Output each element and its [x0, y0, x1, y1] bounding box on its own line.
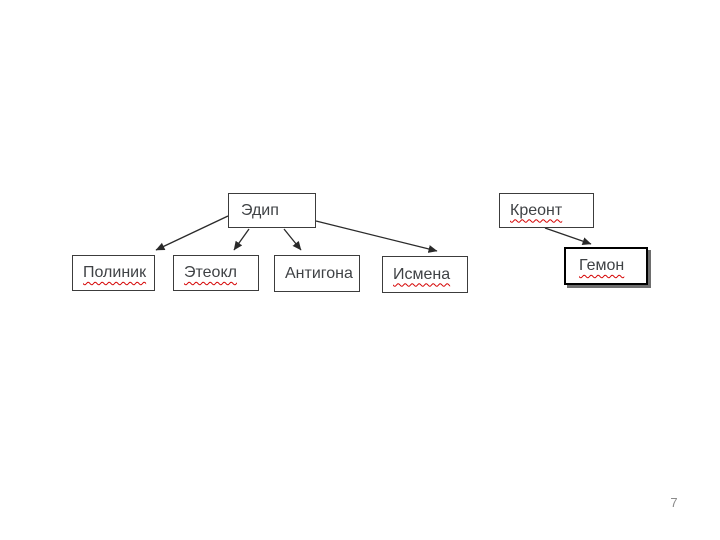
connector-edip-ismena	[315, 220, 438, 253]
node-label: Антигона	[285, 264, 353, 282]
node-label: Гемон	[579, 257, 625, 274]
connector-edip-eteokl	[233, 228, 250, 251]
node-label: Этеокл	[184, 264, 237, 281]
diagram-node-gemon: Гемон	[564, 247, 648, 285]
node-label: Исмена	[393, 265, 451, 283]
diagram-node-ismena: Исмена	[382, 256, 468, 293]
connector-kreont-gemon	[544, 227, 592, 245]
node-label: Эдип	[241, 201, 279, 219]
node-label: Креонт	[510, 201, 563, 219]
node-label: Полиник	[83, 264, 147, 281]
slide-page-number: 7	[670, 495, 678, 510]
diagram-node-eteokl: Этеокл	[173, 255, 259, 291]
connector-edip-polinik	[155, 215, 229, 251]
diagram-node-polinik: Полиник	[72, 255, 155, 291]
diagram-node-edip: Эдип	[228, 193, 316, 228]
diagram-node-kreont: Креонт	[499, 193, 594, 228]
diagram-node-antigona: Антигона	[274, 255, 360, 292]
connector-edip-antigona	[283, 228, 302, 251]
